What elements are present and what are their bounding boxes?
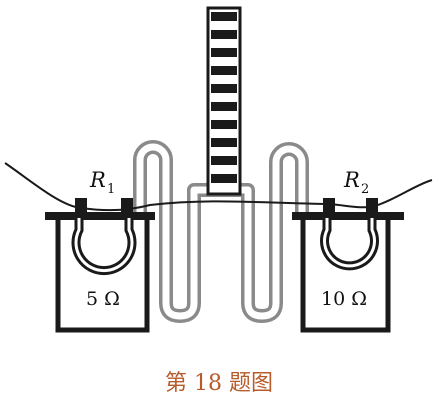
r2-label: R: [343, 168, 360, 192]
ruler-marks: [211, 12, 237, 183]
ruler-mark: [211, 84, 237, 93]
figure-caption: 第 18 题图: [165, 371, 273, 396]
left-container: [45, 198, 155, 333]
r1-label: R: [89, 168, 106, 192]
left-heating-coil: [71, 218, 137, 276]
r1-subscript: 1: [107, 182, 115, 197]
ruler-mark: [211, 156, 237, 165]
connecting-wire: [4, 162, 433, 212]
ruler-mark: [211, 48, 237, 57]
right-container: [292, 198, 404, 333]
ruler-mark: [211, 138, 237, 147]
scale-ruler: [206, 6, 242, 196]
ruler-mark: [211, 120, 237, 129]
ruler-mark: [211, 66, 237, 75]
right-heating-coil: [320, 218, 379, 271]
ruler-mark: [211, 174, 237, 183]
r2-subscript: 2: [361, 182, 369, 197]
left-resistance-value: 5 Ω: [86, 288, 120, 310]
right-resistance-value: 10 Ω: [321, 288, 367, 310]
ruler-mark: [211, 30, 237, 39]
ruler-mark: [211, 12, 237, 21]
ruler-mark: [211, 102, 237, 111]
